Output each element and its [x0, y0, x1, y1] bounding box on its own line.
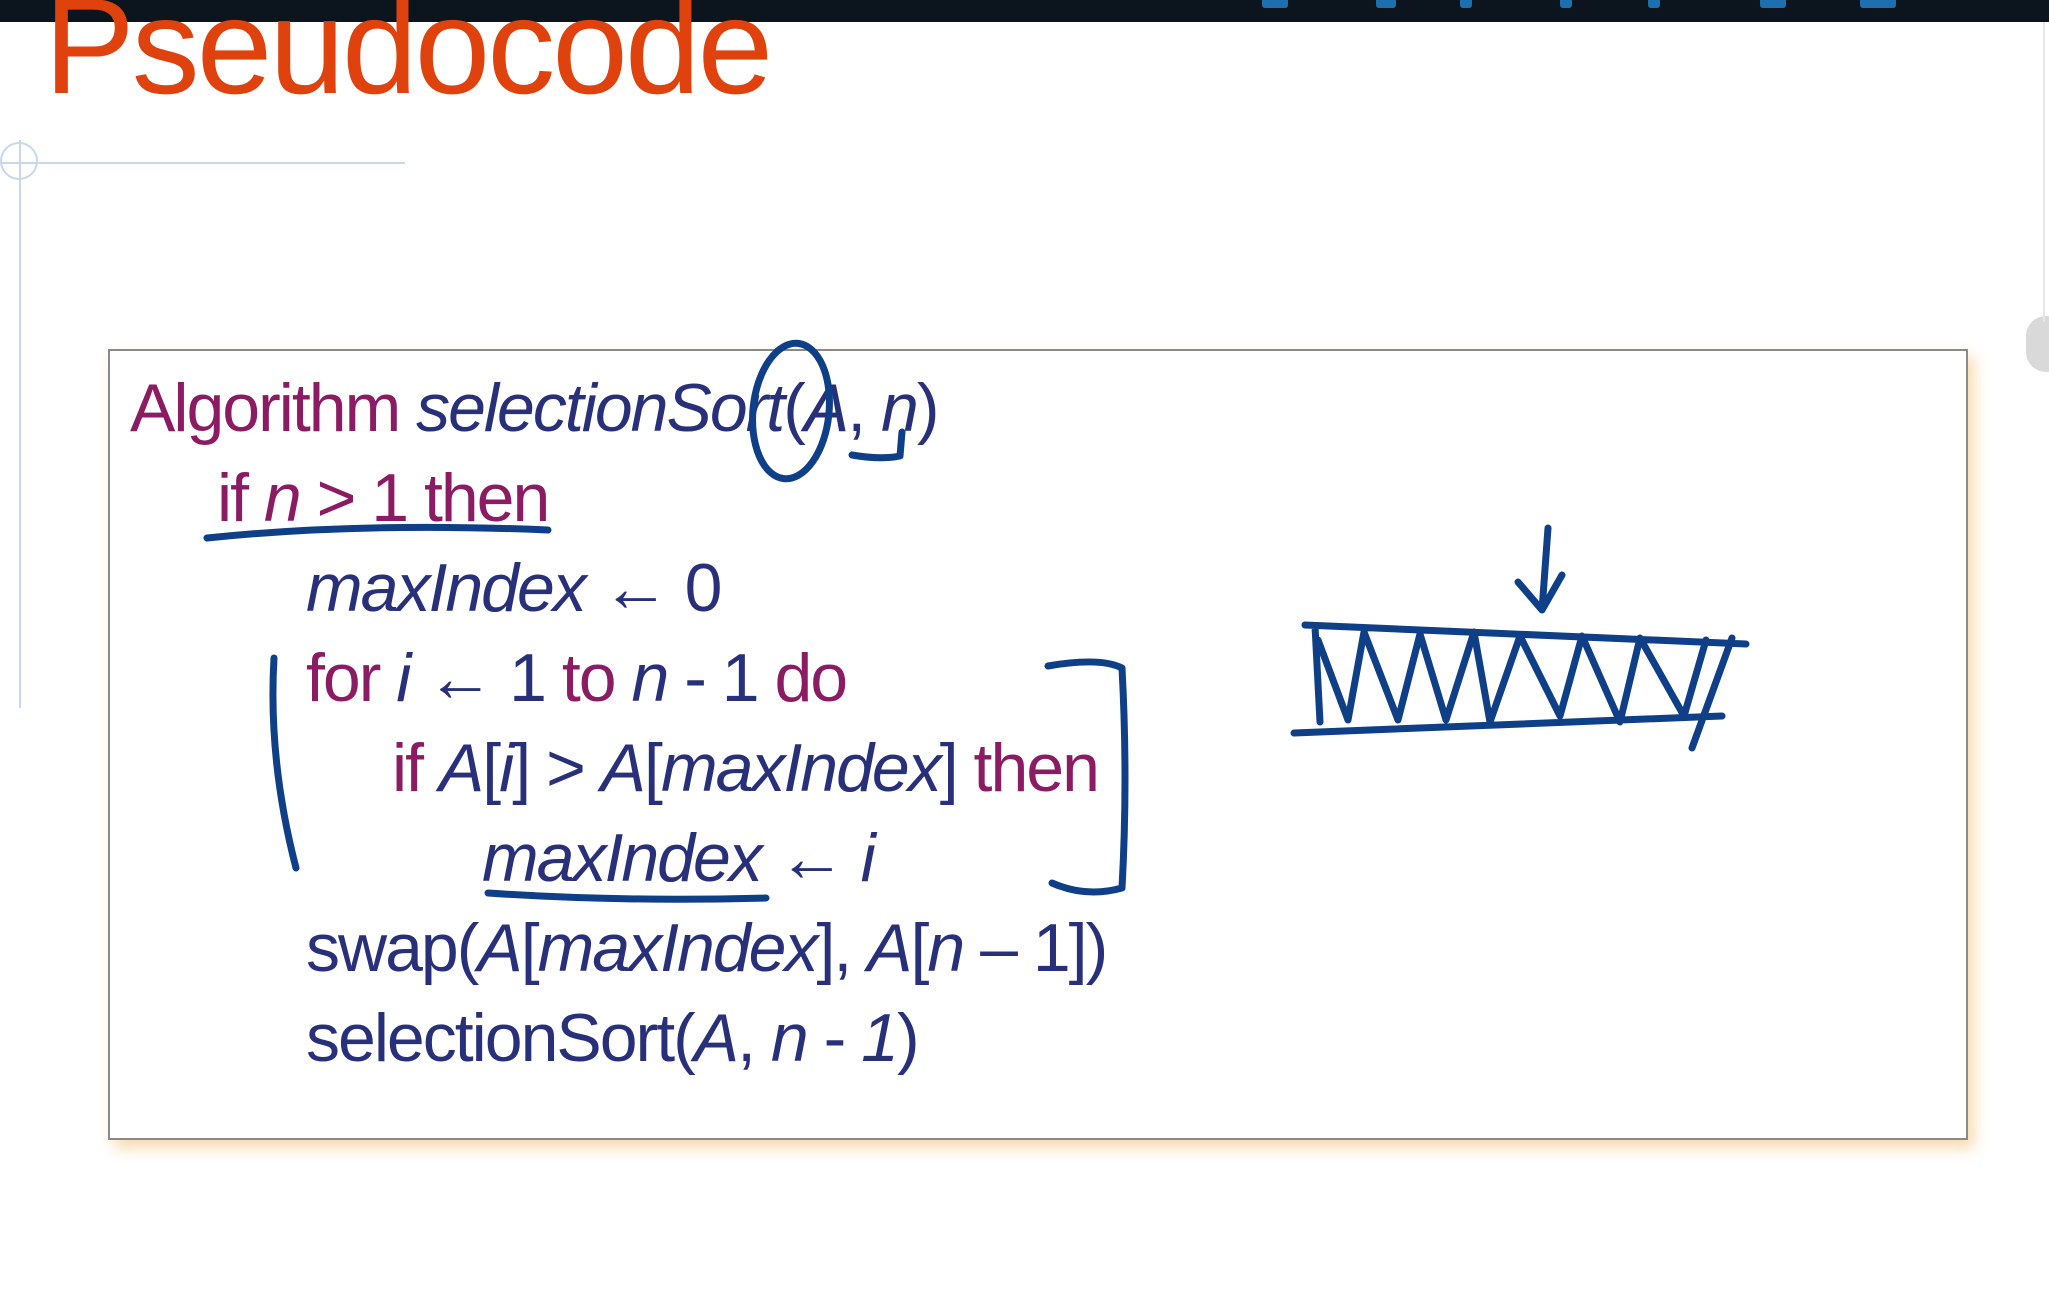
bracket: [: [520, 910, 540, 986]
assign-one: ← 1: [409, 640, 562, 716]
toolbar-icon[interactable]: [1760, 0, 1786, 8]
code-line-inner-if: if A[i] > A[maxIndex] then: [392, 734, 1100, 802]
toolbar-icon[interactable]: [1460, 0, 1472, 8]
keyword-to: to: [561, 640, 632, 716]
toolbar-icon[interactable]: [1648, 0, 1660, 8]
var-a: A: [477, 910, 522, 986]
toolbar-icon[interactable]: [1376, 0, 1396, 8]
var-a: A: [438, 730, 484, 806]
keyword-do: do: [774, 640, 848, 716]
toolbar-icon[interactable]: [1860, 0, 1896, 8]
code-line-if: if n > 1 then: [217, 464, 550, 532]
code-line-swap: swap(A[maxIndex], A[n – 1]): [306, 914, 1108, 982]
bracket: [: [910, 910, 930, 986]
var-i: i: [860, 820, 876, 896]
keyword-algorithm: Algorithm: [130, 370, 417, 446]
code-line-maxindex-init: maxIndex ← 0: [306, 554, 722, 622]
bracket: [: [644, 730, 663, 806]
paren-close: ): [916, 370, 940, 446]
condition-op: > 1: [299, 460, 424, 536]
var-a: A: [600, 730, 646, 806]
assign-arrow: ←: [760, 820, 861, 896]
keyword-if: if: [217, 460, 264, 536]
var-a: A: [867, 910, 912, 986]
var-maxindex: maxIndex: [660, 730, 942, 806]
code-line-recursive-call: selectionSort(A, n - 1): [306, 1004, 920, 1072]
var-n: n: [770, 1000, 809, 1076]
var-n: n: [263, 460, 302, 536]
guide-crosshair-icon: [0, 142, 38, 180]
var-n: n: [631, 640, 669, 716]
var-n: n: [927, 910, 965, 986]
function-name: selectionSort: [416, 370, 785, 446]
var-maxindex: maxIndex: [537, 910, 819, 986]
param-a: A: [803, 370, 849, 446]
toolbar-icon[interactable]: [1560, 0, 1572, 8]
keyword-for: for: [306, 640, 397, 716]
comma: ,: [847, 370, 882, 446]
guide-horizontal-line: [0, 162, 405, 164]
var-i: i: [396, 640, 411, 716]
keyword-if: if: [392, 730, 439, 806]
bracket: ]: [939, 730, 974, 806]
comma: ,: [737, 1000, 771, 1076]
minus: -: [806, 1000, 862, 1076]
edge-divider: [2043, 22, 2045, 322]
keyword-then: then: [973, 730, 1100, 806]
number-one: 1: [861, 1000, 899, 1076]
paren-open: (: [783, 370, 806, 446]
param-n: n: [881, 370, 919, 446]
toolbar-icon[interactable]: [1262, 0, 1288, 8]
assign-zero: ← 0: [584, 550, 723, 626]
paren-close: ): [897, 1000, 920, 1076]
bracket: [: [482, 730, 501, 806]
code-line-algorithm: Algorithm selectionSort(A, n): [130, 374, 939, 442]
fn-swap: swap(: [306, 910, 479, 986]
var-maxindex: maxIndex: [482, 820, 763, 896]
code-line-for: for i ← 1 to n - 1 do: [306, 644, 848, 712]
code-line-maxindex-assign: maxIndex ← i: [482, 824, 876, 892]
var-maxindex: maxIndex: [306, 550, 587, 626]
swap-rest: – 1]): [963, 910, 1108, 986]
window-topbar: [0, 0, 2049, 22]
keyword-then: then: [423, 460, 550, 536]
minus-one: - 1: [667, 640, 775, 716]
guide-vertical-line: [19, 140, 21, 708]
bracket-compare: ] >: [512, 730, 601, 806]
edge-scroll-knob[interactable]: [2026, 316, 2049, 372]
bracket-comma: ],: [816, 910, 868, 986]
var-a: A: [693, 1000, 739, 1076]
fn-selection-sort: selectionSort(: [306, 1000, 696, 1076]
var-i: i: [499, 730, 514, 806]
slide-title: Pseudocode: [44, 0, 773, 122]
